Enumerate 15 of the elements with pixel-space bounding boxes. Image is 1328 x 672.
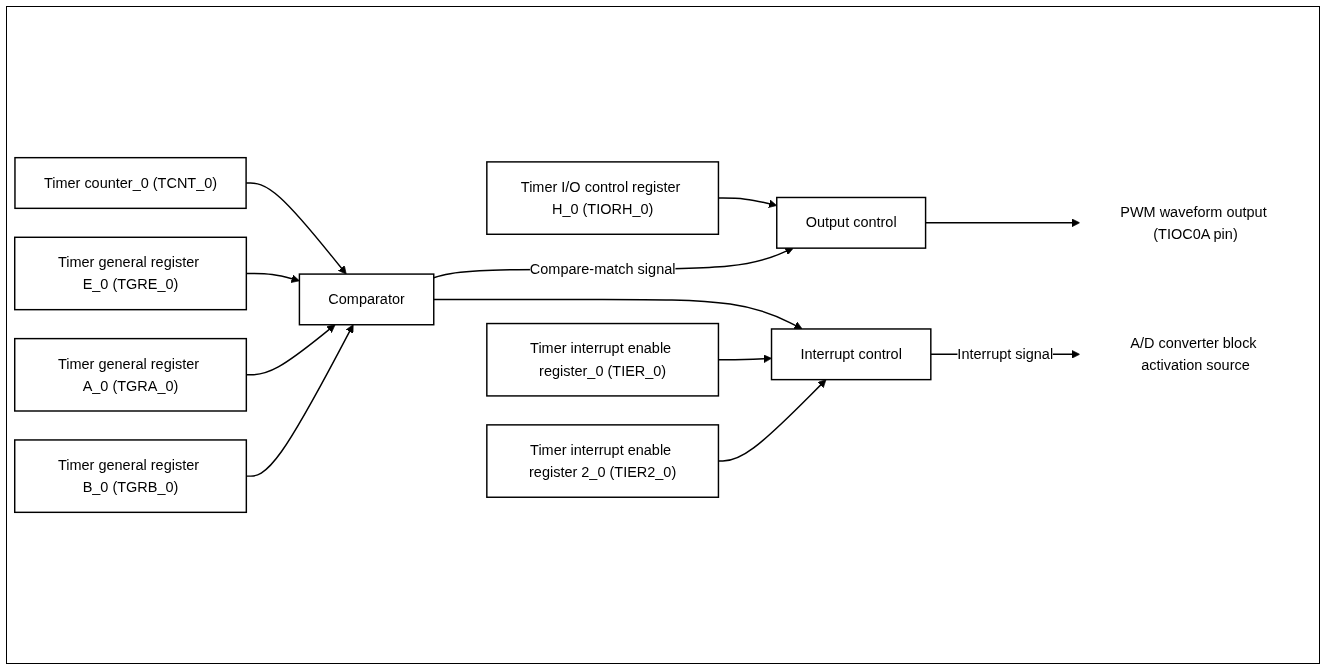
edge-label: Compare-match signal xyxy=(529,260,676,277)
node-box: Timer I/O control register H_0 (TIORH_0) xyxy=(486,161,720,235)
node-box: Output control xyxy=(776,196,927,249)
edge-label: Interrupt signal xyxy=(957,345,1054,362)
node-box: Timer general register E_0 (TGRE_0) xyxy=(14,236,248,311)
node-box: Timer counter_0 (TCNT_0) xyxy=(14,156,247,210)
node-box: Timer interrupt enable register 2_0 (TIER2_0) xyxy=(486,424,720,498)
node-text: PWM waveform output (TIOC0A pin) xyxy=(1120,203,1267,242)
node-box: Timer interrupt enable register_0 (TIER_0) xyxy=(486,322,720,397)
node-box: Comparator xyxy=(298,273,435,326)
node-box: Interrupt control xyxy=(770,328,932,381)
node-box: Timer general register B_0 (TGRB_0) xyxy=(14,439,248,514)
arrow xyxy=(433,298,803,330)
node-text: A/D converter block activation source xyxy=(1130,334,1257,373)
node-box: Timer general register A_0 (TGRA_0) xyxy=(14,337,248,412)
